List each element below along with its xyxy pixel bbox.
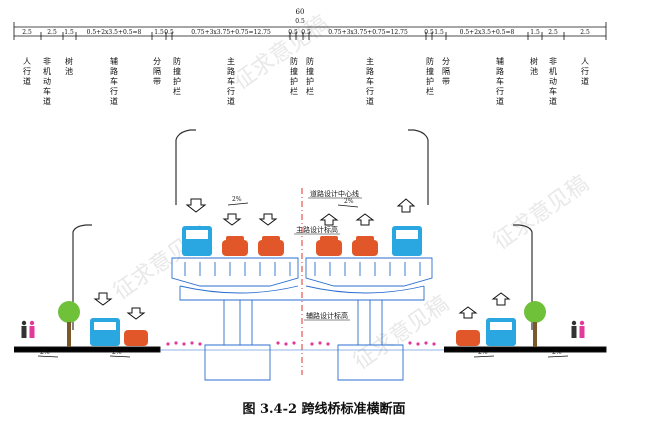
slope-marks: 2% 2% 2% 2% 2% 2% bbox=[37, 196, 569, 358]
zone-label-left-aux: 辅路车行道 bbox=[110, 56, 118, 106]
ground-roads bbox=[14, 346, 607, 353]
arrow-down-icon bbox=[185, 198, 207, 213]
zone-label-right-barrier2: 防撞护栏 bbox=[306, 56, 314, 96]
dim-seg: 1.5 bbox=[434, 29, 444, 36]
watermark-text: 征求意见稿 bbox=[229, 11, 333, 95]
zone-label-right-sidewalk: 人行道 bbox=[581, 57, 589, 86]
dim-center: 0.5 bbox=[295, 18, 305, 25]
bus-icon bbox=[90, 318, 120, 346]
dim-seg: 0.5 bbox=[301, 29, 311, 36]
dimension-ticks bbox=[40, 32, 565, 40]
zone-label-right-main: 主路车行道 bbox=[366, 56, 374, 106]
pier-cap-bottom bbox=[179, 286, 425, 301]
direction-arrows bbox=[93, 198, 511, 320]
street-lights bbox=[72, 129, 533, 330]
road-center-label: 道路设计中心线 bbox=[310, 189, 359, 198]
dimension-labels: 60 0.5 2.5 2.5 1.5 0.5+2x3.5+0.5=8 1.5 0… bbox=[22, 8, 590, 36]
car-icon bbox=[258, 236, 284, 256]
car-icon bbox=[456, 330, 480, 346]
slope-label: 2% bbox=[40, 349, 50, 356]
dim-seg: 2.5 bbox=[580, 29, 590, 36]
bus-icon bbox=[392, 226, 422, 256]
lamp-pole-right-upper bbox=[408, 129, 429, 205]
slope-label: 2% bbox=[552, 349, 562, 356]
zone-label-left-nonmotor: 非机动车道 bbox=[43, 56, 51, 106]
lamp-pole-left-lower bbox=[72, 224, 92, 330]
zone-label-left-barrier2: 防撞护栏 bbox=[290, 56, 298, 96]
zone-label-left-divider: 分隔带 bbox=[153, 57, 161, 86]
figure-caption: 图 3.4-2 跨线桥标准横断面 bbox=[242, 402, 406, 417]
car-icon bbox=[316, 236, 342, 256]
dim-seg: 0.5+2x3.5+0.5=8 bbox=[460, 29, 515, 36]
lamp-pole-right-lower bbox=[513, 224, 533, 330]
car-icon bbox=[352, 236, 378, 256]
dim-seg: 0.5 bbox=[424, 29, 434, 36]
dim-seg: 1.5 bbox=[64, 29, 74, 36]
aux-road-left bbox=[14, 346, 161, 353]
dim-seg: 1.5 bbox=[154, 29, 164, 36]
pile-cap bbox=[204, 344, 404, 381]
slope-label: 2% bbox=[478, 349, 488, 356]
bus-icon bbox=[182, 226, 212, 256]
arrow-up-icon bbox=[355, 213, 375, 226]
dim-seg: 0.5+2x3.5+0.5=8 bbox=[87, 29, 142, 36]
pedestrians-left bbox=[21, 320, 35, 338]
deck-ribs bbox=[184, 262, 421, 276]
dim-seg: 0.75+3x3.75+0.75=12.75 bbox=[328, 29, 408, 36]
dim-total: 60 bbox=[296, 8, 305, 16]
zone-labels: 人行道非机动车道树池辅路车行道分隔带防撞护栏主路车行道防撞护栏防撞护栏主路车行道… bbox=[23, 56, 589, 106]
dim-seg: 2.5 bbox=[548, 29, 558, 36]
dim-seg: 0.5 bbox=[164, 29, 174, 36]
arrow-down-icon bbox=[222, 213, 242, 226]
aux-road-right bbox=[444, 346, 607, 353]
zone-label-right-aux: 辅路车行道 bbox=[496, 56, 504, 106]
zone-label-left-main: 主路车行道 bbox=[227, 56, 235, 106]
main-elevation-label: 主路设计标高 bbox=[296, 225, 338, 234]
zone-label-right-tree: 树池 bbox=[530, 56, 538, 76]
arrow-up-icon bbox=[458, 306, 478, 319]
car-icon bbox=[222, 236, 248, 256]
zone-label-right-nonmotor: 非机动车道 bbox=[549, 56, 557, 106]
slope-label: 2% bbox=[344, 198, 354, 205]
dim-seg: 0.5 bbox=[288, 29, 298, 36]
zone-label-right-barrier: 防撞护栏 bbox=[426, 56, 434, 96]
arrow-down-icon bbox=[93, 292, 113, 306]
flower-belt bbox=[166, 341, 436, 346]
pier-cap bbox=[179, 285, 425, 294]
zone-label-right-divider: 分隔带 bbox=[442, 57, 450, 86]
lamp-pole-left-upper bbox=[175, 129, 196, 205]
arrow-down-icon bbox=[258, 213, 278, 226]
slope-label: 2% bbox=[232, 196, 242, 203]
arrow-down-icon bbox=[126, 307, 146, 320]
tree-left bbox=[58, 301, 80, 347]
tree-right bbox=[524, 301, 546, 347]
zone-label-left-barrier: 防撞护栏 bbox=[173, 56, 181, 96]
arrow-up-icon bbox=[396, 198, 416, 213]
pedestrians-right bbox=[571, 320, 585, 338]
aux-elevation-label: 辅路设计标高 bbox=[306, 311, 348, 320]
design-annotations: 道路设计中心线 主路设计标高 辅路设计标高 bbox=[294, 189, 362, 321]
deck-left bbox=[171, 257, 299, 287]
dimension-chain bbox=[13, 22, 607, 40]
zone-label-left-sidewalk: 人行道 bbox=[23, 57, 31, 86]
arrow-up-icon bbox=[319, 213, 339, 226]
pier-columns bbox=[223, 300, 383, 345]
arrow-up-icon bbox=[491, 292, 511, 306]
dim-seg: 0.75+3x3.75+0.75=12.75 bbox=[191, 29, 271, 36]
dim-seg: 1.5 bbox=[530, 29, 540, 36]
dim-seg: 2.5 bbox=[47, 29, 57, 36]
bus-icon bbox=[486, 318, 516, 346]
dim-seg: 2.5 bbox=[22, 29, 32, 36]
zone-label-left-tree: 树池 bbox=[65, 56, 73, 76]
bridge-deck bbox=[171, 257, 433, 381]
car-icon bbox=[124, 330, 148, 346]
watermark-text: 征求意见稿 bbox=[349, 291, 453, 375]
deck-right bbox=[305, 257, 433, 287]
watermark-text: 征求意见稿 bbox=[489, 171, 593, 255]
slope-label: 2% bbox=[112, 349, 122, 356]
